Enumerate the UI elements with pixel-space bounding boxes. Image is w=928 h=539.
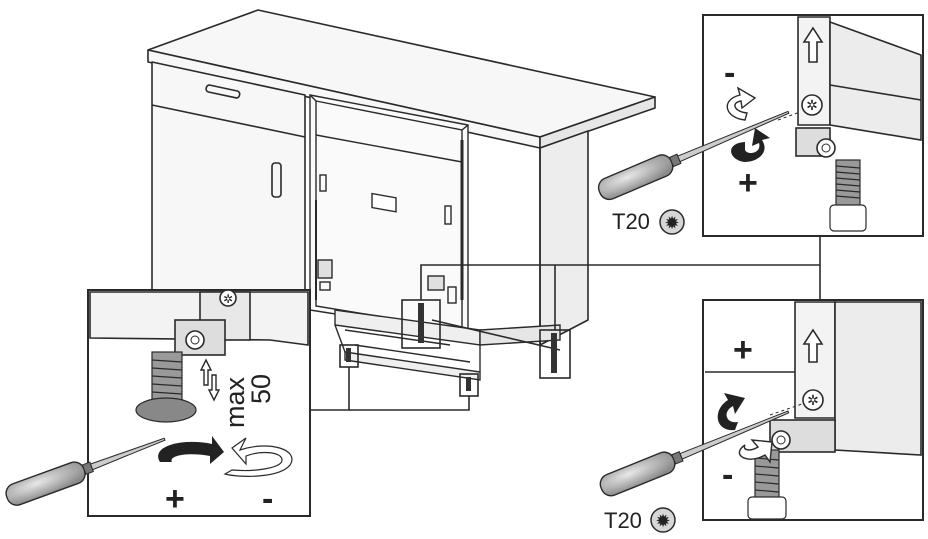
- right-cabinet-side: [539, 130, 589, 346]
- svg-text:✲: ✲: [223, 292, 233, 306]
- inset-bottom-right: ✲: [599, 299, 924, 521]
- svg-text:✲: ✲: [806, 98, 818, 114]
- max-label: max: [220, 376, 250, 428]
- kitchen-cabinet: [147, 9, 656, 411]
- plus-label: +: [738, 164, 758, 202]
- arrow-up-icon: [802, 328, 824, 363]
- svg-text:✹: ✹: [664, 213, 679, 234]
- adjustment-rods: [346, 303, 557, 391]
- rotate-counterclockwise-icon: [726, 86, 757, 121]
- height-arrows: [199, 358, 221, 402]
- drawer-handle: [205, 84, 241, 99]
- torx-icon: ✹: [650, 507, 676, 533]
- torx-size-label: T20: [612, 209, 650, 234]
- screwdriver-icon: [5, 437, 166, 506]
- door-handle: [271, 162, 282, 198]
- svg-text:✲: ✲: [807, 393, 819, 409]
- max-value: 50: [246, 373, 276, 404]
- minus-label: -: [262, 480, 274, 518]
- rotate-clockwise-icon: [717, 393, 745, 431]
- foot-spring: [829, 159, 867, 232]
- svg-text:✹: ✹: [655, 511, 670, 532]
- screwdriver-icon: [599, 410, 790, 497]
- inset-top-right: ✲: [597, 14, 924, 237]
- countertop-side: [539, 96, 656, 149]
- torx-size-label: T20: [604, 508, 642, 533]
- torx-icon: ✹: [659, 209, 685, 235]
- plus-label: +: [165, 480, 185, 518]
- dishwasher-frame: [309, 94, 561, 381]
- screwdriver-icon: [597, 110, 790, 201]
- minus-label: -: [724, 54, 736, 92]
- minus-label: -: [722, 456, 734, 494]
- rotate-clockwise-icon: [158, 436, 224, 464]
- inset-left: ✲: [5, 289, 311, 517]
- rotate-counterclockwise-icon: [738, 439, 773, 464]
- arrow-up-icon: [802, 26, 824, 63]
- rotate-counterclockwise-icon: [223, 437, 293, 477]
- foot-spring: [135, 351, 197, 423]
- callout-lines: [310, 236, 821, 411]
- plus-label: +: [733, 331, 753, 369]
- rotate-clockwise-icon: [731, 128, 770, 162]
- foot-spring: [747, 449, 787, 520]
